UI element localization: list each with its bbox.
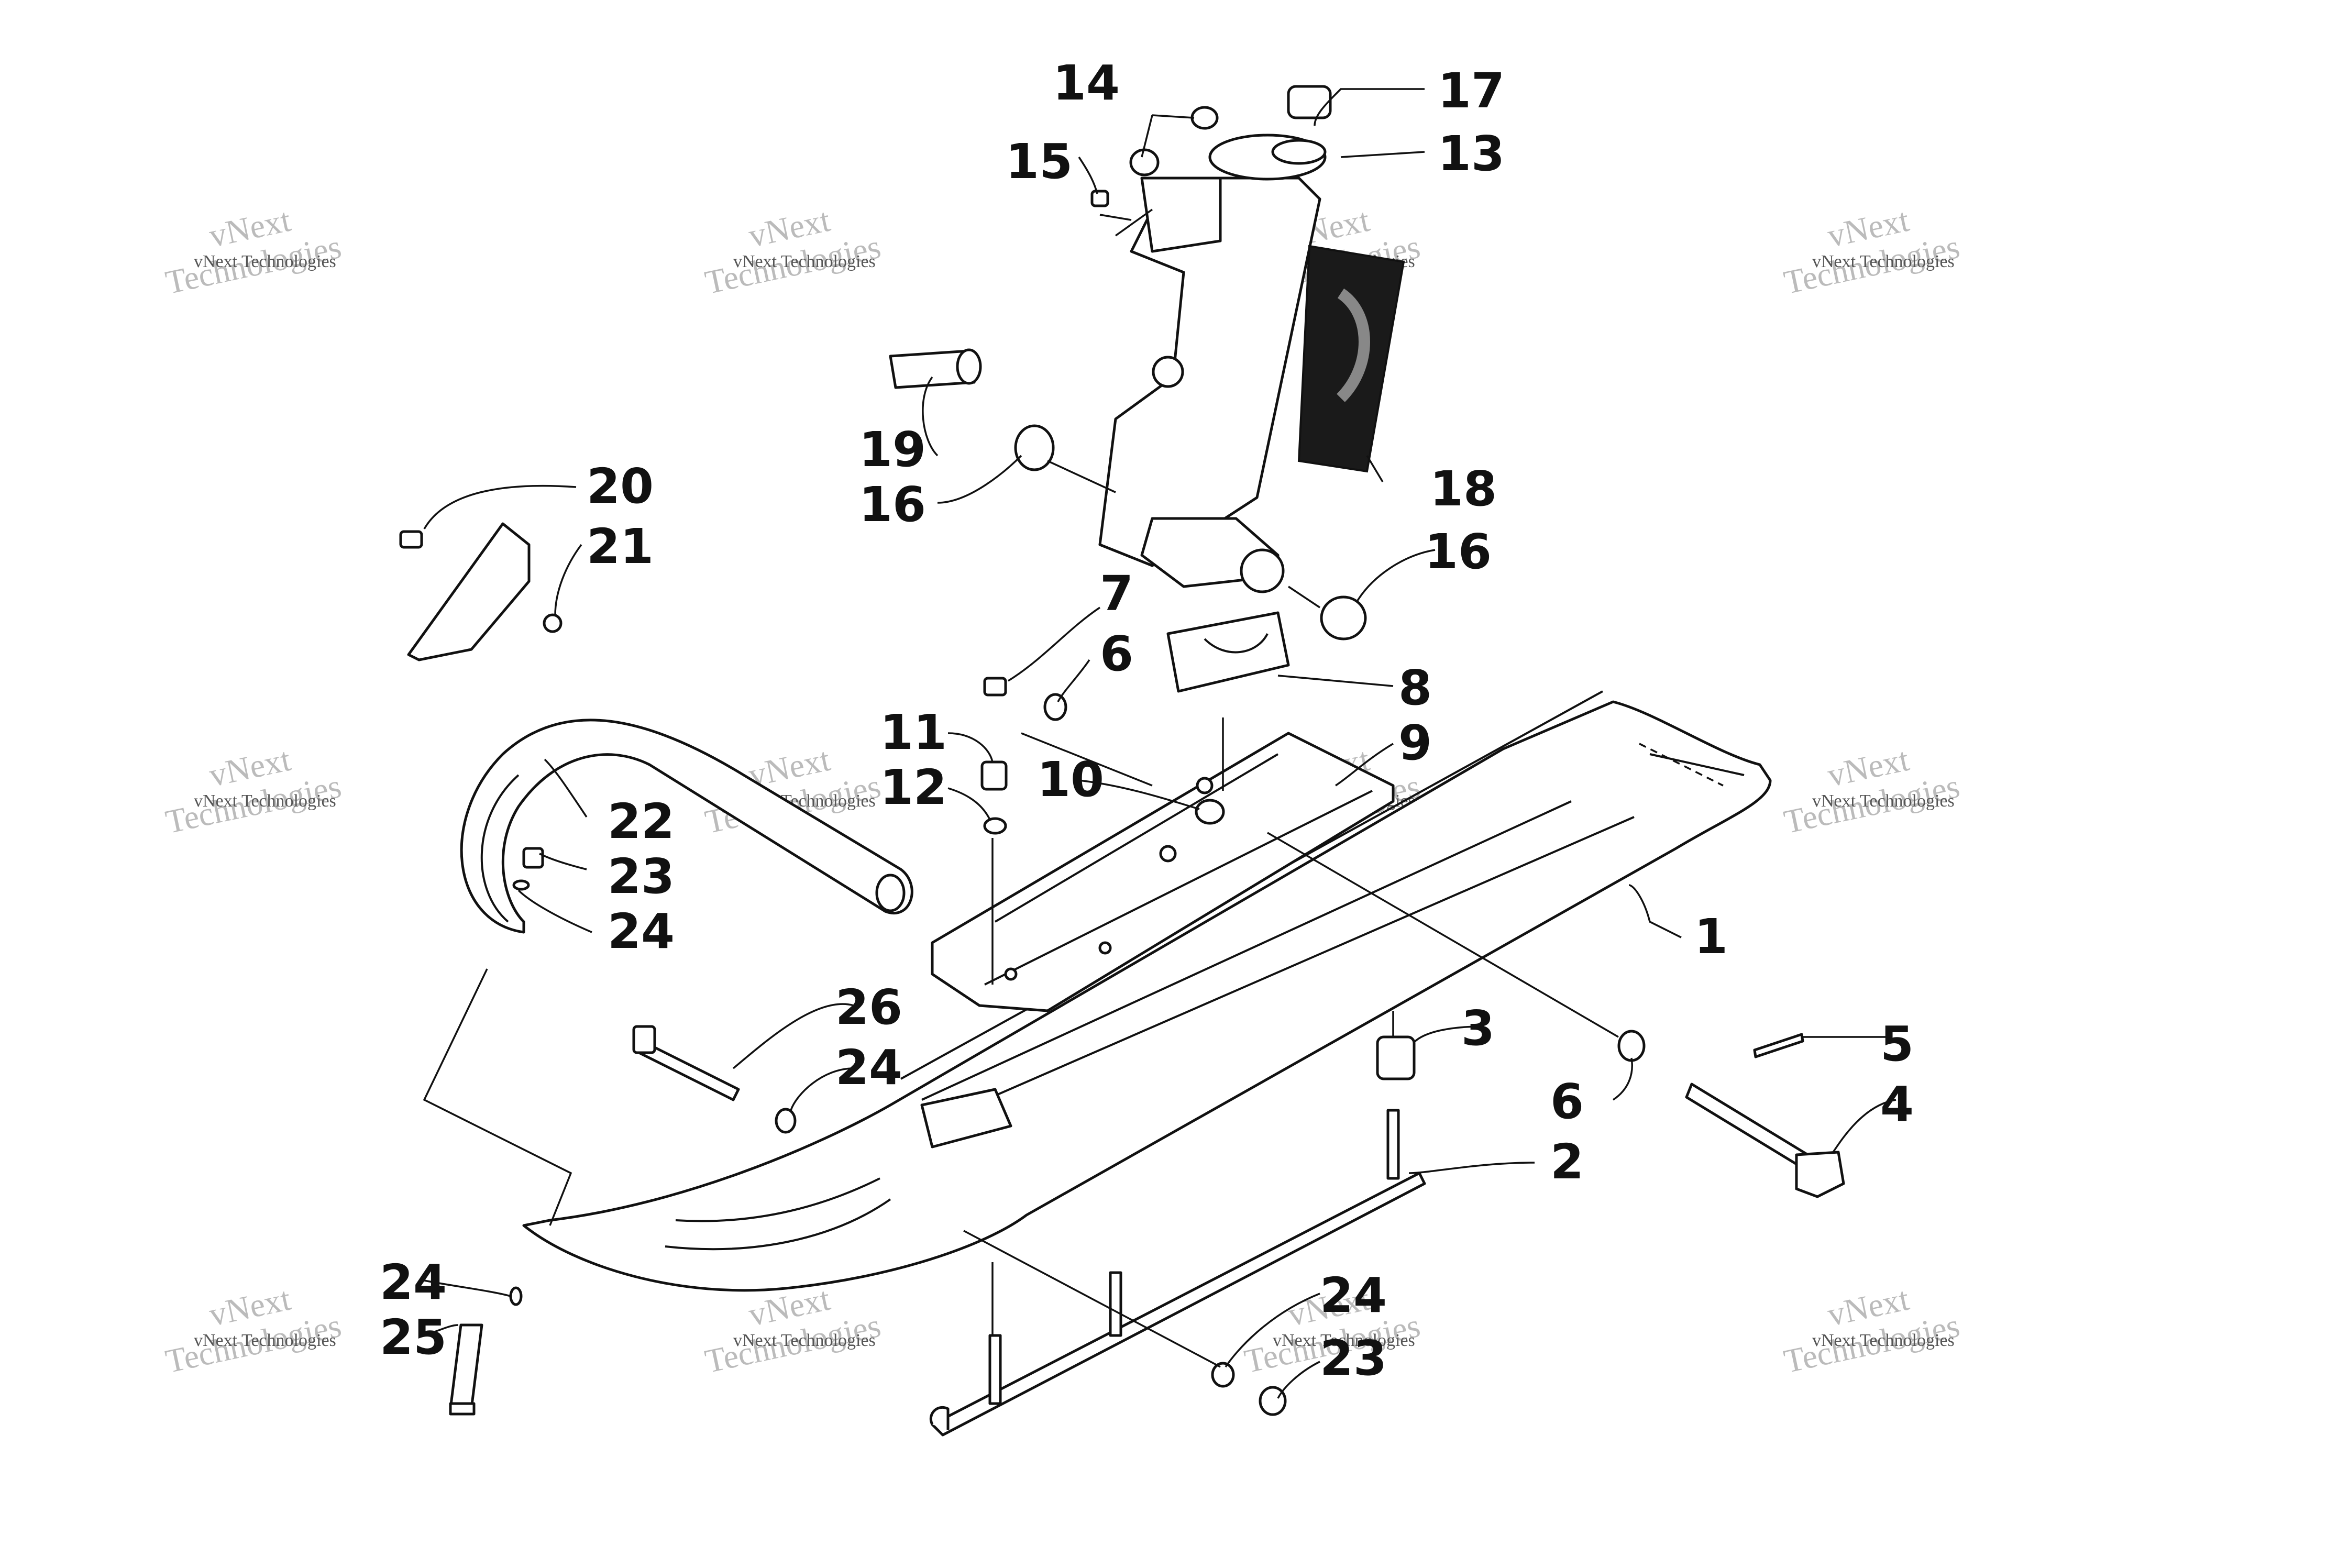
callout-12: 12 [880,759,947,815]
callout-18: 18 [1430,461,1497,517]
callout-1: 1 [1694,909,1728,965]
callout-6-upper: 6 [1100,626,1133,682]
callout-20: 20 [587,458,654,514]
callout-24-rod: 24 [1320,1267,1387,1323]
watermark-small: vNext Technologies [1812,252,1955,271]
wear-rod [929,1109,1426,1437]
callout-25: 25 [380,1309,447,1365]
spindle-decal [1297,245,1405,473]
callout-10: 10 [1037,752,1104,808]
leader-lines [423,88,1896,1399]
handle-bracket [399,522,563,661]
callout-2: 2 [1550,1134,1584,1190]
watermark-small: vNext Technologies [733,1331,876,1350]
spindle [1098,134,1327,593]
callout-23-handle: 23 [608,848,675,904]
watermark-small: vNext Technologies [1273,1331,1415,1350]
callout-8: 8 [1398,660,1432,716]
ski-saddle [931,732,1395,1012]
watermark-small: vNext Technologies [1812,1331,1955,1350]
ski-handle [460,719,913,934]
callout-3: 3 [1461,1000,1495,1056]
callout-17: 17 [1438,63,1505,119]
callout-16-upper: 16 [859,477,926,533]
callout-21: 21 [587,518,654,575]
callout-5: 5 [1880,1016,1914,1072]
callout-7: 7 [1100,566,1133,622]
callout-24-handle: 24 [608,903,675,959]
callout-4: 4 [1880,1076,1914,1132]
small-parts [449,85,1845,1416]
callout-15: 15 [1006,134,1073,190]
callout-22: 22 [608,793,675,849]
watermark-small: vNext Technologies [194,1331,336,1350]
callout-9: 9 [1398,715,1432,771]
callout-11: 11 [880,704,947,760]
callout-23-rod: 23 [1320,1330,1387,1386]
watermark-small: vNext Technologies [733,252,876,271]
watermark-small: vNext Technologies [194,252,336,271]
watermark-small: vNext Technologies [1812,791,1955,811]
callout-26: 26 [835,979,902,1035]
callout-24-front: 24 [380,1254,447,1310]
callout-13: 13 [1438,126,1505,182]
callout-14: 14 [1053,55,1120,111]
callout-labels: 14 17 13 15 19 16 18 16 20 21 7 6 8 11 9… [380,55,1914,1386]
callout-19: 19 [859,422,926,478]
callout-6-lower: 6 [1550,1074,1584,1130]
watermark-small: vNext Technologies [194,791,336,811]
callout-24-bolt: 24 [835,1040,902,1096]
callout-16-right: 16 [1425,524,1492,580]
